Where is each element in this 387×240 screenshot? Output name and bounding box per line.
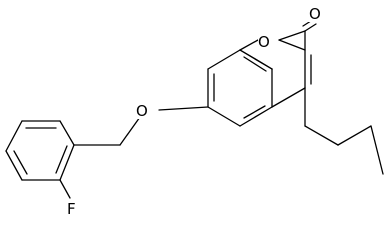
ring-oxygen-label: O — [258, 33, 270, 51]
label-mask — [136, 101, 152, 119]
bond — [239, 49, 273, 70]
label-mask — [258, 32, 274, 50]
bond — [278, 39, 306, 51]
molecule-diagram: O O O F — [5, 4, 384, 218]
bond — [239, 39, 259, 51]
bond — [271, 87, 306, 108]
aromatic-double-bond — [55, 145, 68, 174]
bond — [59, 120, 75, 146]
aromatic-double-bond — [243, 56, 267, 72]
label-mask — [66, 199, 80, 217]
fluorophenyl-ring — [5, 120, 75, 199]
structure-canvas: O O O F — [5, 4, 384, 218]
coumarin-benzo-ring — [207, 49, 273, 127]
carbonyl-double-bond — [304, 23, 317, 32]
label-mask — [308, 4, 324, 22]
benzyl-ether-linkage — [73, 106, 209, 146]
bond — [207, 49, 241, 70]
propyl-chain — [304, 87, 384, 175]
ether-oxygen-label: O — [136, 102, 148, 120]
aromatic-double-bond — [243, 105, 266, 119]
carbonyl-oxygen-label: O — [309, 5, 321, 23]
fluorine-label: F — [67, 200, 76, 218]
bond — [5, 120, 23, 152]
pyranone-ring — [239, 39, 312, 108]
bond — [239, 106, 273, 127]
bond — [278, 30, 306, 41]
aromatic-double-bond — [13, 150, 28, 175]
bond — [158, 106, 209, 111]
bond — [337, 125, 372, 146]
bond — [207, 106, 241, 127]
bond — [304, 125, 339, 146]
lactone-carbonyl — [278, 18, 317, 51]
bond — [59, 179, 71, 199]
bond — [119, 116, 141, 146]
bond — [5, 150, 23, 181]
atom-labels: O O O F — [66, 4, 324, 218]
bond — [370, 125, 384, 175]
bond — [59, 144, 75, 181]
